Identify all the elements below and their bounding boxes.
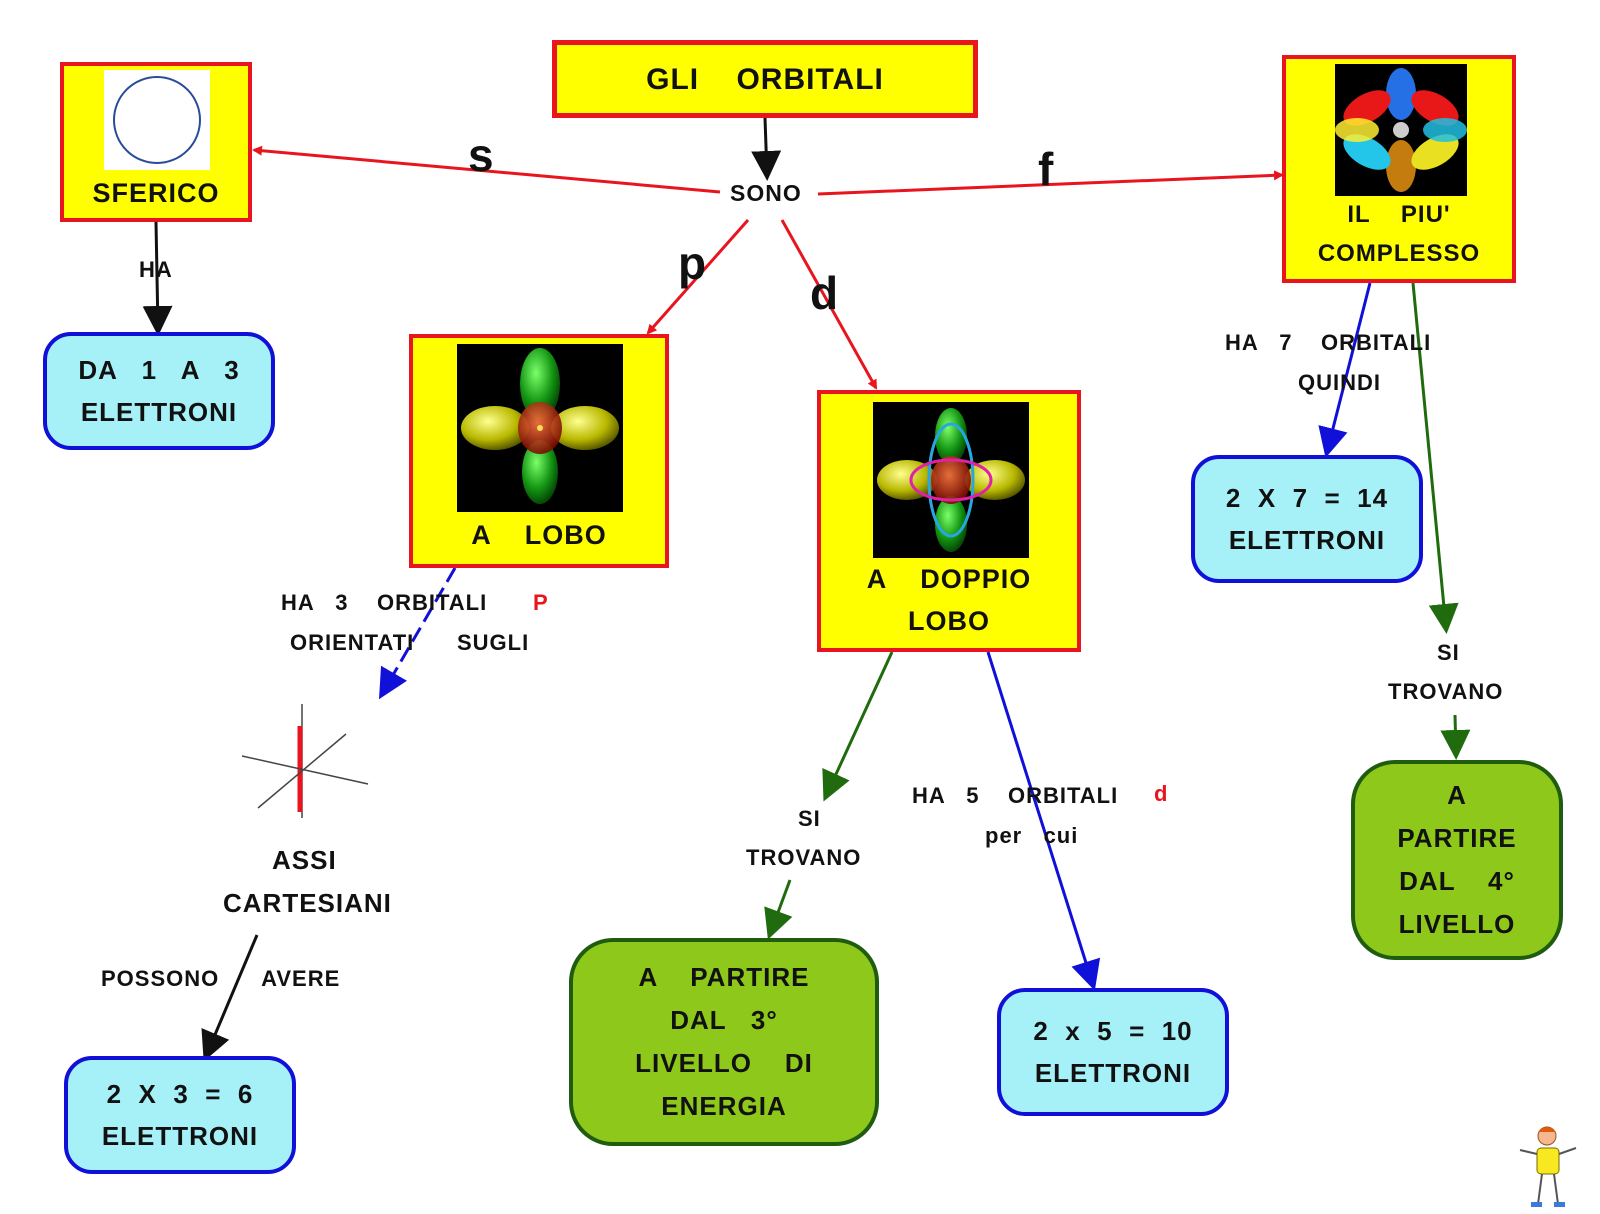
edge-s-electrons <box>142 221 173 336</box>
node-s-label: SFERICO <box>92 178 220 208</box>
edge-f-level <box>1411 282 1459 634</box>
f-trovano-label: TROVANO <box>1388 679 1504 704</box>
f-orbital-image <box>1335 64 1467 196</box>
p-orbital-image <box>457 344 623 512</box>
p-electrons-line2: ELETTRONI <box>101 1121 259 1151</box>
node-f-label-line2: COMPLESSO <box>1317 240 1481 267</box>
assi-line2: CARTESIANI <box>223 888 392 918</box>
edge-assi-p-electrons <box>201 934 259 1062</box>
edge-letter-s: s <box>468 129 494 181</box>
node-p-lobo: A LOBO <box>409 334 669 568</box>
edge-f-electrons <box>1318 282 1372 458</box>
edge-d-electrons <box>986 651 1101 991</box>
edge-letter-d: d <box>810 267 839 319</box>
d-electrons-box: 2 x 5 = 10 ELETTRONI <box>997 988 1229 1116</box>
p-link-line2: ORIENTATI SUGLI <box>290 630 530 655</box>
title-box: GLI ORBITALI <box>552 40 978 118</box>
edge-letter-f: f <box>1038 143 1054 195</box>
d-electrons-line1: 2 x 5 = 10 <box>1033 1016 1193 1046</box>
p-electrons-line1: 2 X 3 = 6 <box>106 1079 254 1109</box>
p-electrons-box: 2 X 3 = 6 ELETTRONI <box>64 1056 296 1174</box>
edge-sono-d <box>780 219 878 390</box>
d-level-line3: LIVELLO DI <box>635 1048 813 1078</box>
f-quindi-label: QUINDI <box>1298 370 1381 395</box>
d-electrons-line2: ELETTRONI <box>1034 1058 1192 1088</box>
f-electrons-line1: 2 X 7 = 14 <box>1225 483 1389 513</box>
f-level-line4: LIVELLO <box>1398 909 1516 939</box>
f-level-line3: DAL 4° <box>1399 866 1515 896</box>
node-p-label: A LOBO <box>471 520 607 550</box>
s-orbital-image <box>104 70 210 170</box>
d-si-label: SI <box>798 806 821 831</box>
d-level-box: A PARTIRE DAL 3° LIVELLO DI ENERGIA <box>569 938 879 1146</box>
edge-f-trovano-level <box>1440 714 1471 760</box>
f-level-line2: PARTIRE <box>1397 823 1517 853</box>
mascot-icon <box>1519 1126 1577 1207</box>
edge-d-level <box>822 651 894 802</box>
p-link-letter: P <box>533 590 549 615</box>
node-d-doppio-lobo: A DOPPIO LOBO <box>817 390 1081 652</box>
edge-sono-s <box>252 145 721 194</box>
edge-letter-p: p <box>678 237 707 289</box>
d-level-line1: A PARTIRE <box>638 962 810 992</box>
s-electrons-box: DA 1 A 3 ELETTRONI <box>43 332 275 450</box>
d-percui-label: per cui <box>985 823 1079 848</box>
assi-line1: ASSI <box>272 845 337 875</box>
d-level-line4: ENERGIA <box>661 1091 787 1121</box>
page-title: GLI ORBITALI <box>646 63 884 96</box>
p-orbital-icon <box>461 348 619 504</box>
cartesian-axes-icon <box>241 704 369 818</box>
edge-sono-p <box>646 219 750 335</box>
f-si-label: SI <box>1437 640 1460 665</box>
sono-label: SONO <box>730 180 802 206</box>
sphere-icon <box>113 76 201 164</box>
s-electrons-line1: DA 1 A 3 <box>78 355 240 385</box>
node-f-label-line1: IL PIU' <box>1347 201 1451 228</box>
d-ha-label: HA 5 ORBITALI <box>912 783 1119 808</box>
node-s-sferico: SFERICO <box>60 62 252 222</box>
f-electrons-box: 2 X 7 = 14 ELETTRONI <box>1191 455 1423 583</box>
d-level-line2: DAL 3° <box>670 1005 778 1035</box>
f-level-box: A PARTIRE DAL 4° LIVELLO <box>1351 760 1563 960</box>
p-link-line1: HA 3 ORBITALI <box>281 590 488 615</box>
s-ha-label: HA <box>139 257 173 282</box>
s-electrons-line2: ELETTRONI <box>80 397 238 427</box>
d-orbital-icon <box>877 408 1025 552</box>
edge-title-sono <box>751 117 782 181</box>
node-d-label-line1: A DOPPIO <box>866 564 1032 594</box>
d-ha-letter: d <box>1154 781 1169 806</box>
d-trovano-label: TROVANO <box>746 845 862 870</box>
f-ha-label: HA 7 ORBITALI <box>1225 330 1432 355</box>
node-d-label-line2: LOBO <box>908 606 990 636</box>
f-orbital-icon <box>1335 68 1467 192</box>
node-f-complesso: IL PIU' COMPLESSO <box>1282 55 1516 283</box>
edge-sono-f <box>817 170 1284 196</box>
edge-p-axes <box>378 567 457 700</box>
edge-trovano-level <box>764 879 793 940</box>
f-electrons-line2: ELETTRONI <box>1228 525 1386 555</box>
possono-avere-label: POSSONO AVERE <box>101 966 341 991</box>
f-level-line1: A <box>1447 780 1467 810</box>
d-orbital-image <box>873 402 1029 558</box>
